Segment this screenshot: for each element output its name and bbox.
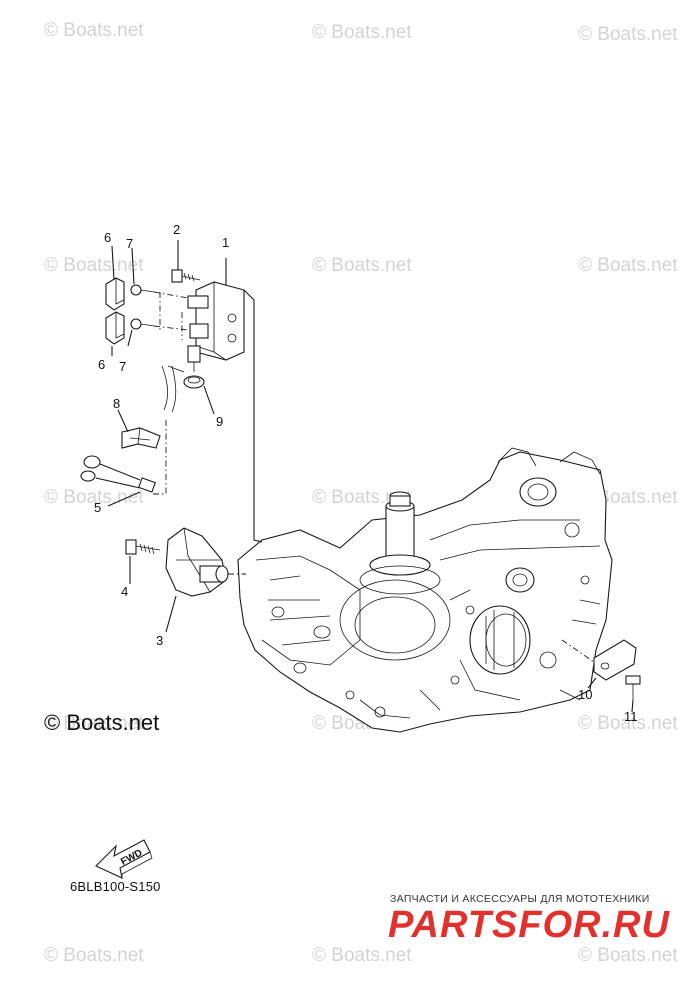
copyright-label: © Boats.net	[44, 710, 160, 735]
callout-2: 2	[173, 222, 180, 237]
watermark: © Boats.net	[312, 22, 412, 43]
bolt-2	[171, 269, 201, 283]
screw-upper	[130, 284, 155, 296]
oil-filter	[469, 605, 531, 675]
bolt-11	[625, 675, 641, 700]
watermark: © Boats.net	[578, 24, 678, 45]
callout-9: 9	[216, 414, 223, 429]
callout-5: 5	[94, 500, 101, 515]
watermark: © Boats.net	[44, 487, 144, 508]
callout-11: 11	[624, 709, 638, 724]
fwd-label: FWD	[119, 848, 144, 868]
callout-7-upper: 7	[126, 236, 133, 251]
callout-6-upper: 6	[104, 230, 111, 245]
wire-clip	[183, 375, 205, 389]
bracket-10	[593, 639, 637, 681]
watermark: © Boats.net	[578, 255, 678, 276]
watermark: © Boats.net	[578, 713, 678, 734]
callout-7-lower: 7	[119, 359, 126, 374]
callout-3: 3	[156, 633, 163, 648]
watermark: © Boats.net	[312, 945, 412, 966]
pulser-coil	[165, 527, 229, 597]
bolt-4	[125, 539, 161, 555]
engine-block	[237, 447, 613, 733]
watermark: © Boats.net	[44, 945, 144, 966]
holder-8	[121, 427, 161, 449]
callout-4: 4	[121, 584, 128, 599]
watermark: © Boats.net	[312, 487, 412, 508]
cdi-unit	[187, 281, 245, 372]
screw-lower	[130, 318, 155, 330]
diagram-code: 6BLB100-S150	[70, 879, 161, 894]
footer-ru-text: ЗАПЧАСТИ И АКСЕССУАРЫ ДЛЯ МОТОТЕХНИКИ	[390, 893, 650, 905]
partsfor-logo: PARTSFOR.RU	[388, 904, 670, 946]
crankshaft	[385, 505, 415, 559]
callout-1: 1	[222, 235, 229, 250]
callout-8: 8	[113, 396, 120, 411]
clamp-upper	[105, 277, 125, 311]
watermark: © Boats.net	[44, 20, 144, 41]
clamp-lower	[105, 311, 125, 345]
callout-6-lower: 6	[98, 357, 105, 372]
fwd-arrow-icon: FWD	[95, 839, 153, 879]
callout-10: 10	[578, 687, 592, 702]
lead-wire	[80, 455, 156, 493]
watermark: © Boats.net	[578, 945, 678, 966]
watermark: © Boats.net	[312, 255, 412, 276]
watermark: © Boats.net	[44, 255, 144, 276]
watermark: © Boats.net	[44, 713, 144, 734]
